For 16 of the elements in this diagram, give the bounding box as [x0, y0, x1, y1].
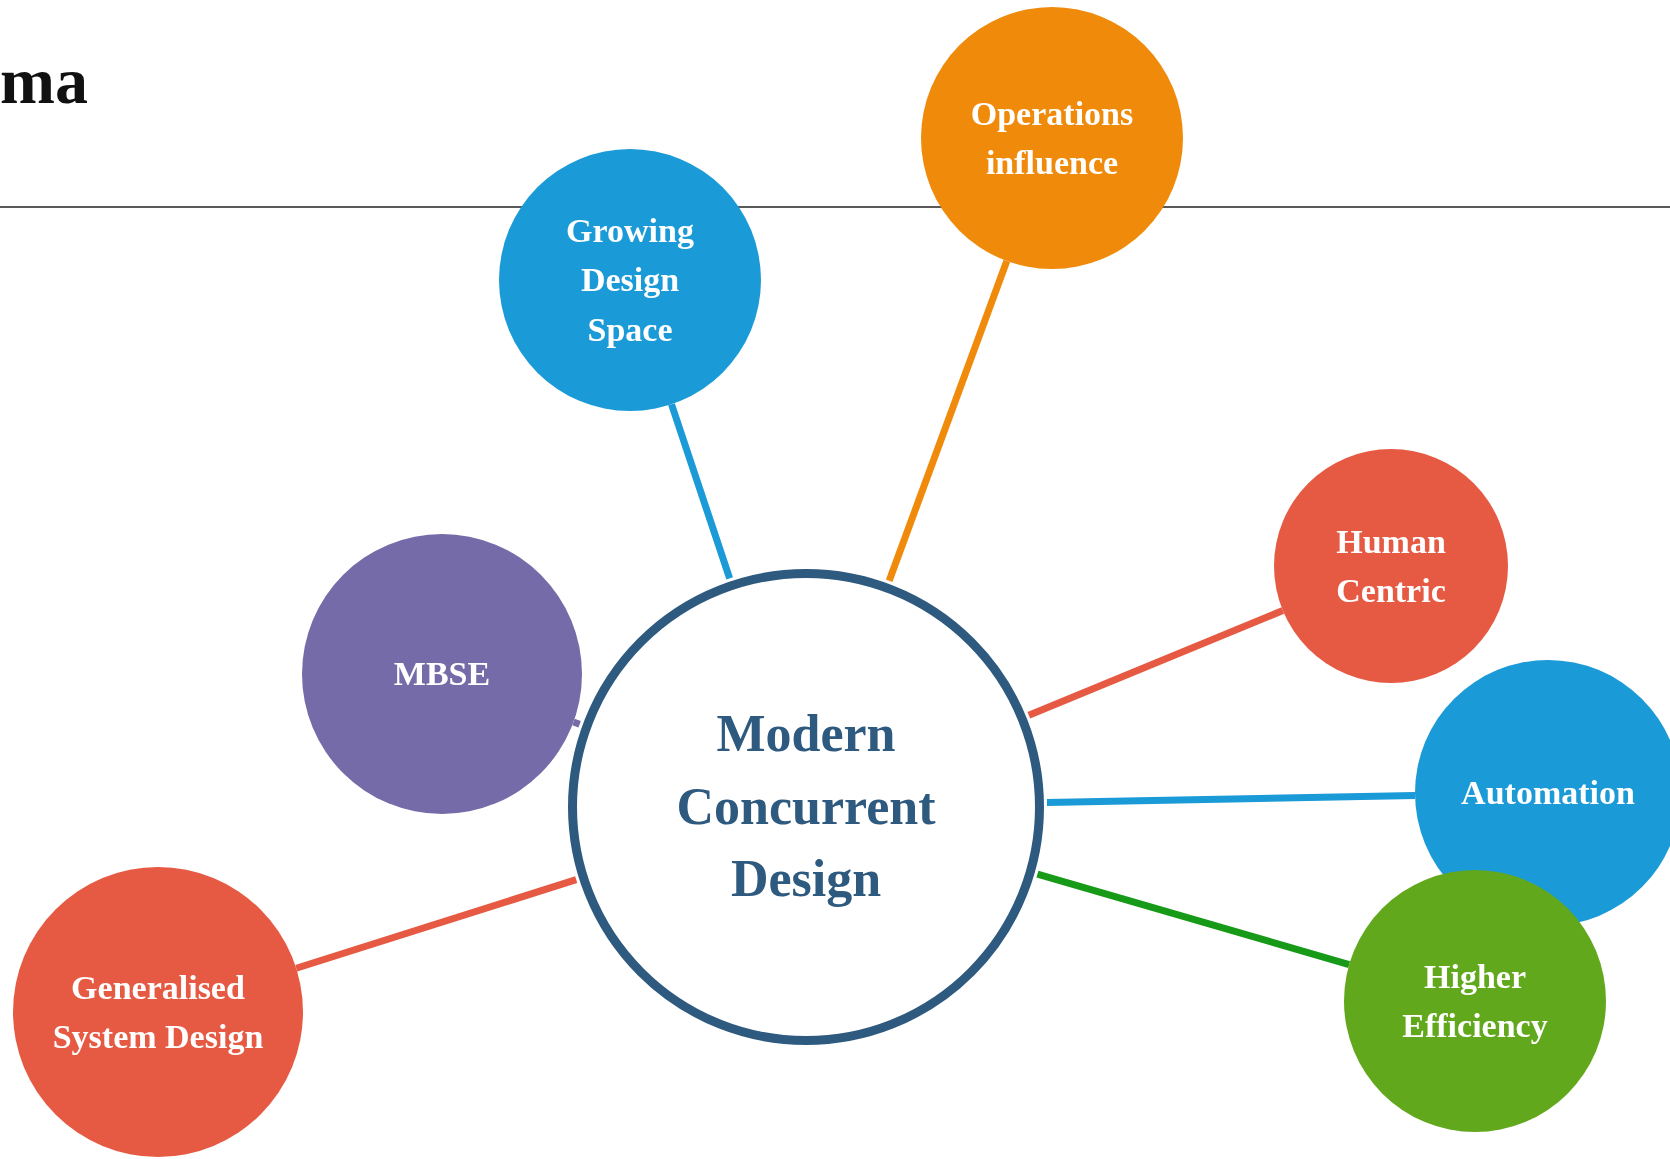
connector-line: [295, 876, 578, 972]
node-label: Higher Efficiency: [1401, 956, 1549, 1046]
connector-line: [572, 718, 581, 728]
node-label: Automation: [1461, 773, 1635, 814]
connector-line: [885, 259, 1011, 582]
connector-line: [668, 403, 733, 580]
heading: ma: [0, 48, 88, 114]
node-label: Modern Concurrent Design: [675, 703, 937, 910]
node-label: Generalised System Design: [51, 967, 265, 1057]
connector-line: [1036, 870, 1351, 968]
node-label: Growing Design Space: [565, 211, 695, 350]
node-label: Human Centric: [1335, 521, 1447, 611]
node-label: MBSE: [393, 654, 491, 695]
connector-line: [1027, 607, 1285, 719]
connector-line: [1046, 792, 1416, 806]
node-label: Operations influence: [969, 93, 1135, 183]
